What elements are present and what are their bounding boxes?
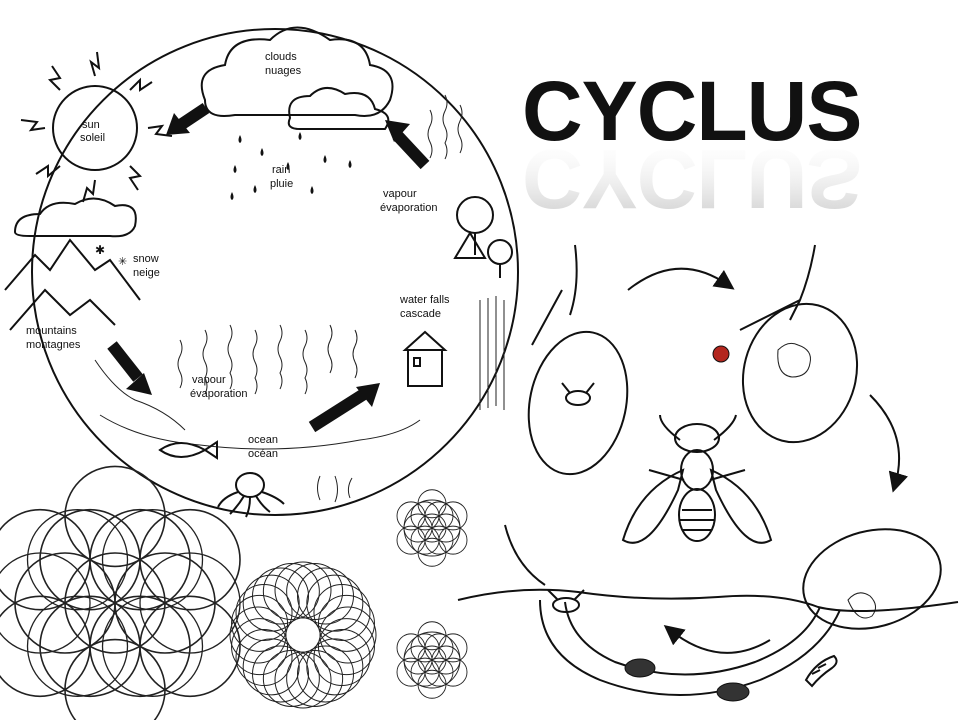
pupa-icon <box>624 658 656 678</box>
fly-icon <box>621 414 773 544</box>
fruit-left <box>527 330 629 476</box>
ocean-label: ocean <box>248 434 278 446</box>
arrow-vapour-up <box>392 130 430 170</box>
mountains-label-fr: montagnes <box>26 339 81 351</box>
snow-cloud-icon <box>13 197 137 238</box>
rain-label: rain <box>272 164 290 176</box>
branch-left <box>531 244 578 346</box>
cycle-circle <box>31 28 519 516</box>
vapour-top-label: vapour <box>383 188 417 200</box>
rain-label-fr: pluie <box>270 178 293 190</box>
flower-of-life-large <box>0 465 241 720</box>
sun-icon <box>20 51 173 203</box>
arrow-cycle-4 <box>504 524 546 586</box>
snow-label: snow <box>133 253 159 265</box>
waterfalls-label: water falls <box>399 294 450 306</box>
house-icon <box>402 330 448 387</box>
clouds-label-fr: nuages <box>265 65 302 77</box>
snow-label-fr: neige <box>133 267 160 279</box>
sun-label-fr: soleil <box>80 132 105 144</box>
mountains-label: mountains <box>26 325 77 337</box>
fly-small-icon <box>561 382 595 406</box>
ground-line <box>457 588 959 612</box>
fly-life-cycle-diagram <box>457 244 959 702</box>
waterfall-icon <box>479 296 505 410</box>
arrow-cycle-3 <box>663 625 771 654</box>
berry-icon <box>712 345 730 363</box>
cloud-icon <box>200 26 394 130</box>
fruit-fallen <box>802 528 942 630</box>
fish-icon <box>158 440 218 460</box>
circle-ring-pattern <box>229 561 377 709</box>
fruit-right <box>741 302 859 444</box>
rain-drops <box>230 132 352 200</box>
arrow-mountain-down <box>107 341 143 382</box>
snowflake-icon: ✱ <box>95 243 105 257</box>
branch-right <box>739 244 816 331</box>
octopus-icon <box>217 472 285 518</box>
waterfalls-label-fr: cascade <box>400 308 441 320</box>
water-cycle-diagram: sun soleil clouds nuages rain pluie <box>4 26 519 518</box>
clouds-label: clouds <box>265 51 297 63</box>
seaweed <box>317 475 353 503</box>
vapour-mid-label: vapour <box>192 374 226 386</box>
arrow-ocean-up <box>308 388 368 433</box>
title-reflection: CYCLUS <box>522 132 861 226</box>
flower-of-life-small-bottom <box>396 621 468 699</box>
burrow-inner <box>564 601 821 676</box>
mountains-icon <box>4 238 141 301</box>
page-title: CYCLUS <box>522 64 861 158</box>
trees-icon <box>453 196 513 278</box>
svg-text:✳: ✳ <box>118 256 127 268</box>
sun-label: sun <box>82 119 100 131</box>
larva-icon <box>804 654 838 688</box>
arrow-cycle-1 <box>627 267 735 291</box>
title-block: CYCLUS CYCLUS <box>522 64 862 226</box>
pupa-icon-2 <box>716 682 750 702</box>
burrow-outer <box>539 599 841 696</box>
vapour-top-label-fr: évaporation <box>380 202 438 214</box>
vapour-mid-label-fr: évaporation <box>190 388 248 400</box>
flower-of-life-small-top <box>396 489 468 567</box>
arrow-cycle-2 <box>869 394 909 493</box>
vapour-lines <box>177 94 463 395</box>
ocean-label-fr: océan <box>248 448 278 460</box>
rot-spot <box>777 342 811 378</box>
